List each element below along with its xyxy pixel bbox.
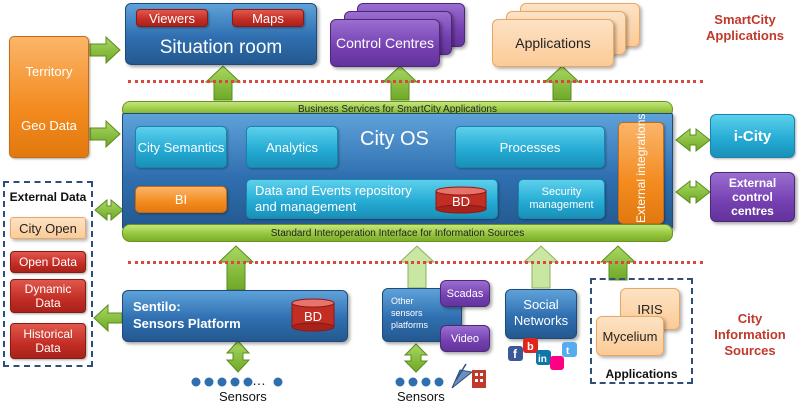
- other-sensors-label: Other sensors platforms: [391, 296, 429, 330]
- left-arrow-icon: [93, 303, 123, 333]
- right-arrow-icon: [89, 35, 121, 65]
- bi[interactable]: BI: [135, 186, 227, 213]
- database-icon: [291, 298, 335, 332]
- situation-room-title: Situation room: [159, 37, 283, 58]
- external-integrations[interactable]: External integrations: [618, 113, 664, 224]
- territory-label: Territory: [25, 63, 73, 79]
- social-logos-icon: f b in t: [508, 338, 577, 370]
- dynamic-data[interactable]: Dynamic Data: [10, 279, 86, 313]
- up-arrow-icon: [204, 65, 242, 101]
- sentilo-label: Sentilo:: [133, 299, 181, 314]
- territory-panel[interactable]: Territory Geo Data: [9, 36, 89, 158]
- ellipsis-1: …: [252, 372, 266, 388]
- up-arrow-icon: [381, 65, 419, 101]
- double-arrow-icon: [403, 343, 429, 373]
- video[interactable]: Video: [440, 325, 490, 352]
- satellite-dish-icon: [451, 363, 486, 389]
- viewers-button[interactable]: Viewers: [136, 9, 208, 27]
- smartcity-applications-label: SmartCity Applications: [705, 12, 784, 43]
- scadas[interactable]: Scadas: [440, 280, 490, 307]
- external-integrations-label: External integrations: [634, 113, 648, 223]
- applications-bottom-label: Applications: [605, 367, 678, 381]
- sensors-label-1: Sensors: [219, 389, 267, 404]
- up-arrow-icon: [217, 245, 255, 291]
- svg-text:b: b: [527, 341, 534, 353]
- mycelium[interactable]: Mycelium: [596, 316, 664, 356]
- applications-top[interactable]: Applications: [492, 19, 614, 67]
- bd-label: BD: [451, 193, 471, 209]
- external-data-title: External Data: [9, 190, 87, 204]
- i-city[interactable]: i-City: [710, 114, 795, 158]
- city-open[interactable]: City Open: [10, 217, 86, 239]
- up-arrow-icon: [398, 245, 436, 289]
- city-semantics[interactable]: City Semantics: [135, 126, 227, 168]
- situation-room[interactable]: Viewers Maps Situation room: [125, 3, 317, 65]
- analytics[interactable]: Analytics: [246, 126, 338, 168]
- up-arrow-icon: [522, 245, 560, 289]
- standard-interface-bar: Standard Interoperation Interface for In…: [122, 224, 673, 242]
- data-events-repository[interactable]: Data and Events repository and managemen…: [246, 179, 498, 219]
- double-arrow-icon: [225, 340, 251, 373]
- social-networks[interactable]: Social Networks: [505, 289, 577, 339]
- svg-text:t: t: [566, 346, 570, 357]
- double-arrow-icon: [675, 179, 711, 205]
- maps-button[interactable]: Maps: [232, 9, 304, 27]
- sensor-dots-icon: [191, 377, 283, 387]
- right-arrow-icon: [89, 119, 121, 149]
- processes[interactable]: Processes: [455, 126, 605, 168]
- top-divider: [128, 80, 703, 83]
- social-networks-label: Social Networks: [513, 297, 569, 328]
- security-management[interactable]: Security management: [518, 179, 605, 219]
- applications-sources-panel: IRIS Mycelium Applications: [590, 278, 693, 384]
- svg-text:f: f: [513, 347, 518, 361]
- sentilo-platform[interactable]: Sentilo: Sensors Platform BD: [122, 290, 348, 342]
- open-data[interactable]: Open Data: [10, 251, 86, 273]
- sensors-platform-label: Sensors Platform: [133, 316, 241, 331]
- double-arrow-icon: [675, 127, 711, 153]
- sensor-dots-icon: [395, 377, 444, 387]
- control-centres[interactable]: Control Centres: [330, 19, 440, 67]
- external-control-centres[interactable]: External control centres: [710, 172, 795, 222]
- geo-data-label: Geo Data: [21, 117, 77, 133]
- external-data-panel: External Data City Open Open Data Dynami…: [3, 181, 93, 367]
- bd-label: BD: [303, 308, 323, 324]
- double-arrow-icon: [94, 198, 124, 222]
- city-information-sources-label: City Information Sources: [714, 311, 786, 358]
- svg-text:in: in: [538, 354, 547, 365]
- database-icon: [435, 186, 487, 214]
- up-arrow-icon: [543, 65, 581, 101]
- city-os-panel[interactable]: City OS City Semantics Analytics Process…: [122, 113, 673, 229]
- historical-data[interactable]: Historical Data: [10, 323, 86, 359]
- data-events-label: Data and Events repository and managemen…: [255, 183, 412, 214]
- sensors-label-2: Sensors: [397, 389, 445, 404]
- city-os-title: City OS: [360, 128, 429, 150]
- bottom-divider: [128, 261, 703, 264]
